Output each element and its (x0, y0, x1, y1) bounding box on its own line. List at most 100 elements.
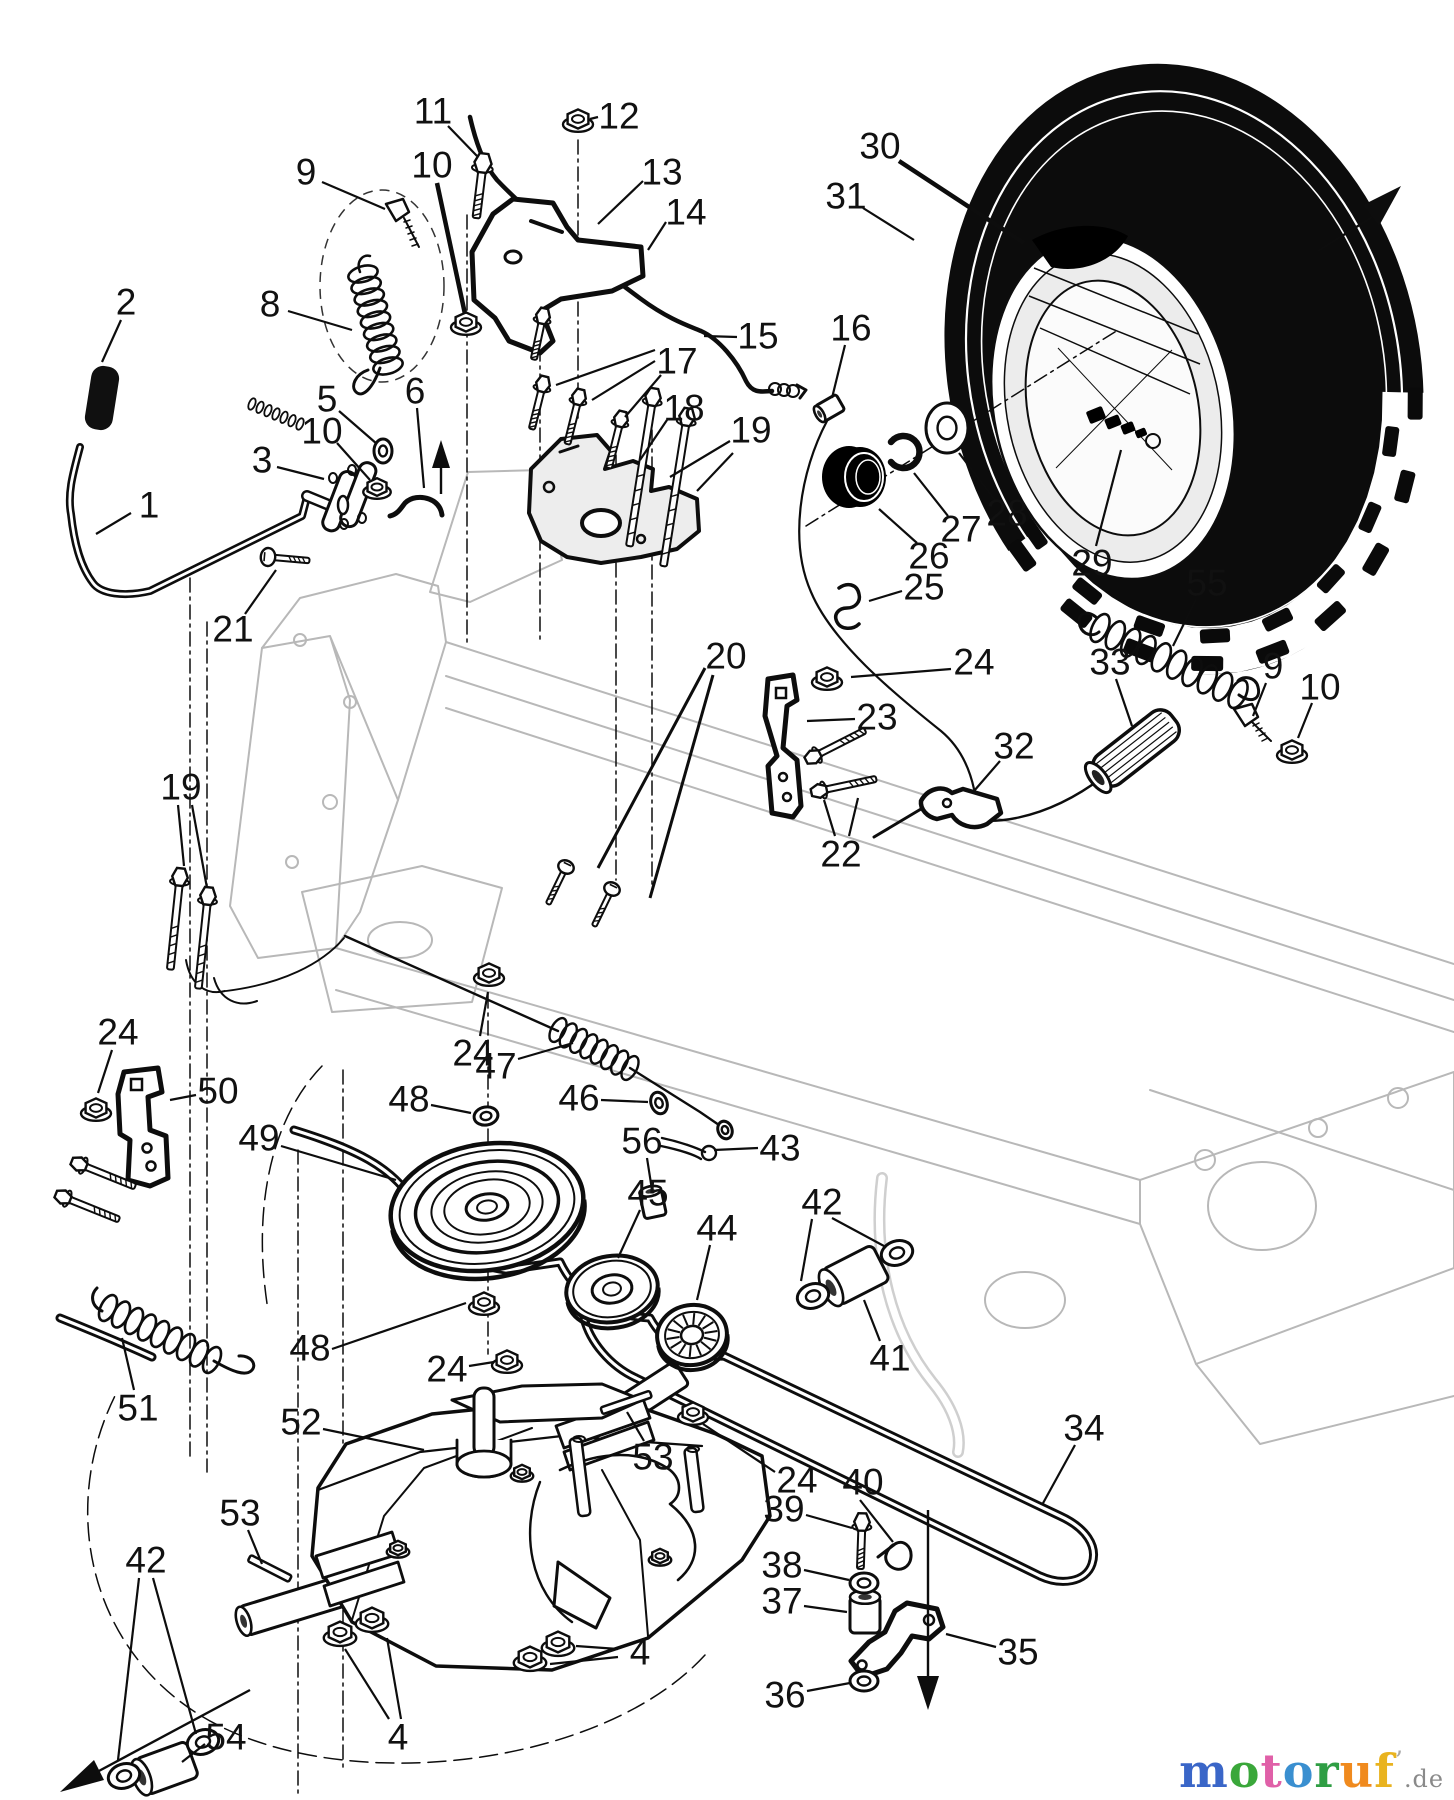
part-label-39: 39 (763, 1489, 853, 1530)
spring-8-coil (353, 287, 386, 307)
leader-line-10 (434, 182, 468, 315)
bolt-22r1-head (803, 749, 823, 765)
shift-lever (552, 1560, 612, 1630)
nut-24a-hole (820, 672, 834, 682)
washer-46-hole (654, 1096, 664, 1110)
part-label-28: 28 (958, 452, 1028, 534)
bushing-37-bore (858, 1594, 872, 1600)
leader-line-9 (1251, 682, 1268, 717)
leader-line-24 (850, 667, 952, 679)
part-number-53: 53 (632, 1437, 673, 1478)
bolt-22l2-shaft (65, 1195, 121, 1223)
bracket-23-hole (774, 686, 788, 700)
lockwasher-48a (472, 1105, 500, 1127)
grip-bore (1091, 770, 1105, 786)
nut-24c-hole (482, 968, 496, 978)
bolt-19l2-head (198, 885, 218, 907)
leader-line-10 (336, 442, 371, 481)
leader-line-48 (430, 1103, 472, 1115)
part-number-26: 26 (908, 536, 949, 577)
leader-line-9 (321, 180, 386, 211)
leader-line-51 (120, 1337, 136, 1391)
nut-10c-hole (1285, 745, 1299, 755)
ribbed-idler-44-spoke (688, 1345, 692, 1358)
part-label-42: 42 (116, 1540, 198, 1761)
stud-pin-1 (568, 1436, 592, 1518)
frame-sketch-9 (876, 1174, 963, 1456)
part-number-21: 21 (212, 609, 253, 650)
leader-line-33 (1114, 678, 1134, 727)
part-number-13: 13 (641, 152, 682, 193)
bracket-23-h3 (781, 791, 793, 803)
leader-line-43 (713, 1146, 759, 1152)
part-label-15: 15 (703, 316, 779, 357)
part-number-24: 24 (426, 1349, 467, 1390)
watermark-letter: m (1179, 1744, 1229, 1798)
spring-8-top (357, 254, 372, 274)
thread-21-coil (263, 404, 273, 418)
screw-20a-slot (563, 861, 572, 867)
arrow-up-6 (432, 440, 450, 494)
leader-line-35 (945, 1632, 997, 1649)
rod-coil-3 (786, 384, 800, 398)
watermark-logo: motoruf’.de (1179, 1748, 1444, 1794)
part-number-10: 10 (1299, 667, 1340, 708)
bolt-22l1-thread (130, 1181, 133, 1189)
leader-line-16 (830, 344, 847, 399)
nut-48b (467, 1291, 501, 1317)
bolt-39-thread (856, 1564, 864, 1569)
part-label-29: 29 (1071, 449, 1123, 584)
rim-30 (1024, 279, 1202, 537)
part-number-14: 14 (665, 192, 706, 233)
hubcap-ring1 (844, 452, 884, 502)
nut-24b (79, 1097, 113, 1123)
part-label-31: 31 (825, 176, 915, 241)
part-label-19: 19 (160, 767, 209, 889)
washer-42r1 (795, 1282, 831, 1310)
spring-8-coil (365, 333, 398, 353)
rear-wheel-30-31 (944, 63, 1429, 675)
part-label-30: 30 (859, 126, 1026, 245)
arrow-ne (1317, 186, 1401, 253)
nut-48b-hole (477, 1297, 491, 1307)
leader-line-37 (803, 1604, 848, 1614)
bracket-18-slot (558, 444, 580, 454)
part-number-17: 17 (656, 341, 697, 382)
washer-28-hole (936, 415, 958, 441)
frame-hole-6 (343, 695, 357, 709)
washer-42r2 (879, 1239, 915, 1267)
spring-51-hook-b (212, 1354, 256, 1375)
part-label-35: 35 (945, 1632, 1039, 1673)
bolt-22l2 (53, 1189, 121, 1223)
frame-hole-0 (1207, 1161, 1317, 1251)
thread-21-coil (271, 407, 281, 421)
part-number-45: 45 (627, 1173, 668, 1214)
bolt-22l1-head (69, 1156, 89, 1172)
leader-line-3 (276, 465, 325, 481)
tread-face (1004, 391, 1429, 675)
part-number-54: 54 (205, 1717, 246, 1758)
bracket-18 (527, 433, 701, 565)
part-label-10: 10 (1296, 667, 1341, 739)
spring-55-coil (1135, 634, 1157, 666)
bolt-19l1-head (170, 866, 190, 888)
frame-hole-8 (285, 855, 299, 869)
bolt-22r2-thread (869, 776, 876, 783)
screw-20a-thread (551, 889, 558, 892)
part-number-10: 10 (301, 411, 342, 452)
watermark-letter: o (1228, 1744, 1261, 1798)
part-number-19: 19 (160, 767, 201, 808)
idler-pulley-49-rim-depth (390, 1199, 587, 1282)
washer-5-hole (377, 444, 389, 458)
bolt-17b-thread (564, 439, 572, 443)
bolt-11-thread (472, 212, 481, 217)
bolt-39 (851, 1511, 873, 1571)
nut-24c (472, 962, 506, 988)
bolt-14b-thread (534, 339, 541, 343)
spacer-41-bore (825, 1279, 837, 1296)
part-number-34: 34 (1063, 1408, 1104, 1449)
plate-3a-hole2 (339, 518, 349, 530)
bolt-17a-thread (533, 408, 540, 412)
part-label-21: 21 (212, 569, 277, 650)
bolt-17a (528, 374, 552, 431)
